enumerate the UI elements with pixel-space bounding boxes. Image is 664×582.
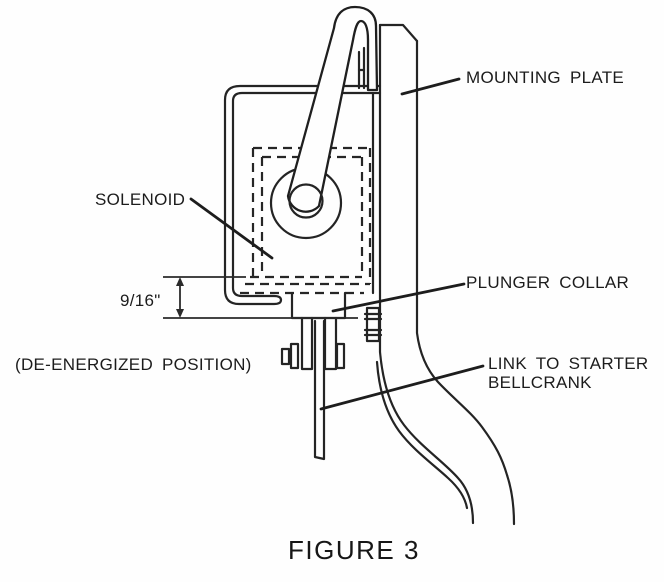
pin-head [280,347,291,366]
mounting-plate-label: MOUNTING PLATE [466,68,625,87]
plunger-lever [286,5,379,213]
plunger-collar-label: PLUNGER COLLAR [466,273,630,292]
mounting-plate-left-inner-curve [375,360,469,510]
pin-washer-left [289,342,300,370]
link-label-line1: LINK TO STARTER [488,354,649,373]
bracket-outline [223,84,382,306]
figure-caption: FIGURE 3 [288,535,420,565]
pin-washer-right [335,342,346,370]
plate-bolt [363,306,383,343]
plunger-collar-shape [290,291,347,320]
solenoid-label: SOLENOID [95,190,186,209]
link-bar [313,319,326,461]
dim-arrow-down [176,309,184,318]
mounting-plate-right-edge [415,39,516,526]
leader-plunger-collar [331,282,466,313]
link-to-starter-label: LINK TO STARTER BELLCRANK [488,354,649,392]
solenoid-body-dashed [240,146,372,295]
dimension-label: 9/16" [120,291,161,310]
clevis-shape [280,316,346,371]
dim-arrow-up [176,277,184,286]
leader-mounting-plate [400,77,461,96]
leader-link [319,364,485,411]
leader-solenoid [189,197,274,260]
link-label-line2: BELLCRANK [488,373,592,392]
mounting-plate-top-edge [378,23,419,43]
mounting-plate-shape [363,23,516,526]
solenoid-bracket-shape [223,84,382,306]
hook-gap-detail [357,46,366,90]
mounting-plate-left-edge [378,23,475,525]
dimension-9-16 [163,276,358,319]
plunger-pin-circle [288,183,324,219]
position-note-label: (DE-ENERGIZED POSITION) [15,355,252,374]
